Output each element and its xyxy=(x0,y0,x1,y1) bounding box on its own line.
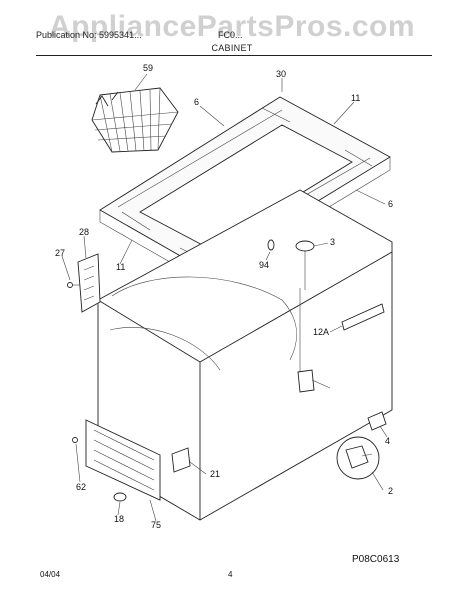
callout-59: 59 xyxy=(143,63,154,73)
callout-18: 18 xyxy=(114,514,125,524)
foot-part[interactable] xyxy=(113,492,127,502)
caster-part[interactable] xyxy=(367,411,387,431)
callout-30: 30 xyxy=(276,69,287,79)
callout-75: 75 xyxy=(151,520,162,530)
screw-part[interactable] xyxy=(72,437,78,443)
label-strip-part[interactable] xyxy=(341,303,385,331)
grommet-part[interactable] xyxy=(267,239,275,251)
drain-plug-part[interactable] xyxy=(336,436,380,480)
callout-94: 94 xyxy=(259,260,270,270)
publication-number: Publication No: 5995341... xyxy=(36,30,142,40)
grille-part[interactable] xyxy=(85,419,161,501)
callout-3: 3 xyxy=(330,237,336,247)
callout-28: 28 xyxy=(79,227,90,237)
callout-12a: 12A xyxy=(313,327,330,337)
relay-part[interactable] xyxy=(171,447,191,473)
basket-part[interactable] xyxy=(91,87,179,153)
section-title: CABINET xyxy=(211,43,253,53)
top-frame-part[interactable] xyxy=(99,96,391,283)
footer-date: 04/04 xyxy=(40,570,61,579)
callout-11-top: 11 xyxy=(351,93,361,103)
footer-page-number: 4 xyxy=(228,570,233,579)
callout-6-top: 6 xyxy=(194,97,200,107)
callout-2: 2 xyxy=(388,486,394,496)
callout-4: 4 xyxy=(385,436,391,446)
callout-11-left: 11 xyxy=(116,262,126,272)
leader-lines xyxy=(61,73,388,522)
callout-62: 62 xyxy=(76,482,87,492)
watermark: AppliancePartsPros.com xyxy=(48,10,416,43)
drain-fitting-part[interactable] xyxy=(297,369,331,393)
callout-21: 21 xyxy=(210,469,221,479)
figure-code: P08C0613 xyxy=(352,554,400,565)
model-number: FC0... xyxy=(218,30,243,40)
hinge-bracket-part[interactable] xyxy=(67,253,101,313)
callout-27: 27 xyxy=(55,248,66,258)
header-rule xyxy=(36,55,432,56)
callout-6-right: 6 xyxy=(388,199,394,209)
